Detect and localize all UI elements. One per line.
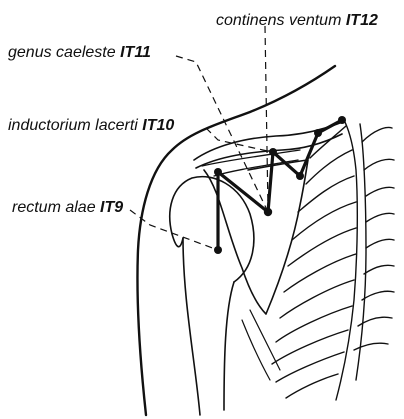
rib-edge	[242, 310, 280, 380]
clavicle	[194, 121, 345, 168]
label-it11: genus caeleste IT11	[8, 44, 151, 61]
meridian-path	[218, 120, 342, 250]
leader-line-it11	[176, 56, 268, 212]
meridian-point	[296, 172, 304, 180]
point-it11	[264, 208, 272, 216]
leader-line-it9	[130, 210, 218, 250]
humerus-bone	[183, 238, 234, 415]
label-it12: continens ventum IT12	[216, 12, 378, 29]
meridian-point	[314, 129, 322, 137]
label-it9: rectum alae IT9	[12, 199, 123, 216]
label-it10: inductorium lacerti IT10	[8, 117, 174, 134]
leader-line-it12	[265, 26, 268, 210]
meridian-point	[338, 116, 346, 124]
point-it10	[214, 168, 222, 176]
point-it12	[269, 148, 277, 156]
point-it9	[214, 246, 222, 254]
